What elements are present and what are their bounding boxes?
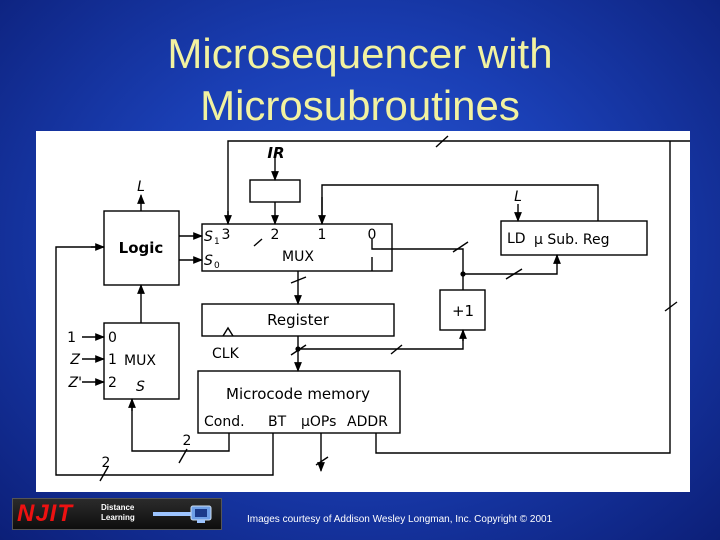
logo-subtitle-1: Distance (101, 503, 135, 512)
cond-bus-width: 2 (183, 433, 192, 449)
main-mux-box (201, 223, 393, 272)
junction-dot (460, 271, 466, 277)
logic-label: Logic (119, 239, 164, 257)
diagram-svg: IR L Logic S 1 S 0 3 2 1 0 MUX L LD μ Su… (55, 135, 690, 482)
memory-uops-field: μOPs (301, 414, 336, 430)
mux-s1-subscript: 1 (214, 237, 220, 247)
small-mux-input-1: 1 (108, 352, 117, 368)
mux-label: MUX (282, 249, 314, 265)
register-label: Register (267, 311, 330, 329)
ir-register-box (249, 179, 301, 203)
subreg-label: μ Sub. Reg (534, 232, 610, 248)
subreg-ld-label: LD (507, 231, 526, 247)
clk-label: CLK (212, 346, 240, 362)
mux-s0-subscript: 0 (214, 261, 220, 271)
image-credit: Images courtesy of Addison Wesley Longma… (247, 514, 553, 525)
njit-logo: NJIT Distance Learning (12, 498, 222, 530)
computer-icon (153, 505, 212, 523)
logic-load-label: L (137, 179, 145, 195)
mux-input-1-label: 1 (318, 227, 327, 243)
memory-label: Microcode memory (226, 385, 370, 403)
mux-input-0-label: 0 (368, 227, 377, 243)
subroutine-register-box (500, 220, 648, 256)
memory-addr-field: ADDR (347, 414, 388, 430)
small-mux-select-label: S (136, 379, 145, 395)
subreg-load-label: L (514, 189, 522, 205)
ir-label: IR (267, 144, 284, 162)
small-mux-input-0-signal: 1 (67, 330, 76, 346)
slide-title: Microsequencer with Microsubroutines (0, 28, 720, 132)
incrementer-label: +1 (452, 302, 474, 320)
mux-s1-label: S (204, 229, 213, 245)
memory-cond-field: Cond. (204, 414, 245, 430)
small-mux-input-1-signal: Z (69, 352, 80, 368)
small-mux-input-2-signal: Z' (68, 375, 82, 391)
small-mux-input-2: 2 (108, 375, 117, 391)
njit-logo-text: NJIT (17, 500, 74, 527)
logo-subtitle-2: Learning (101, 513, 135, 522)
junction-dot (295, 346, 301, 352)
bt-bus-width: 2 (102, 455, 111, 471)
mux-s0-label: S (204, 253, 213, 269)
small-mux-input-0: 0 (108, 330, 117, 346)
title-line-2: Microsubroutines (200, 82, 520, 129)
small-mux-label: MUX (124, 353, 156, 369)
mux-input-3-label: 3 (222, 227, 231, 243)
memory-bt-field: BT (268, 414, 287, 430)
mux-input-2-label: 2 (271, 227, 280, 243)
title-line-1: Microsequencer with (167, 30, 553, 77)
microsequencer-diagram: IR L Logic S 1 S 0 3 2 1 0 MUX L LD μ Su… (36, 131, 690, 492)
